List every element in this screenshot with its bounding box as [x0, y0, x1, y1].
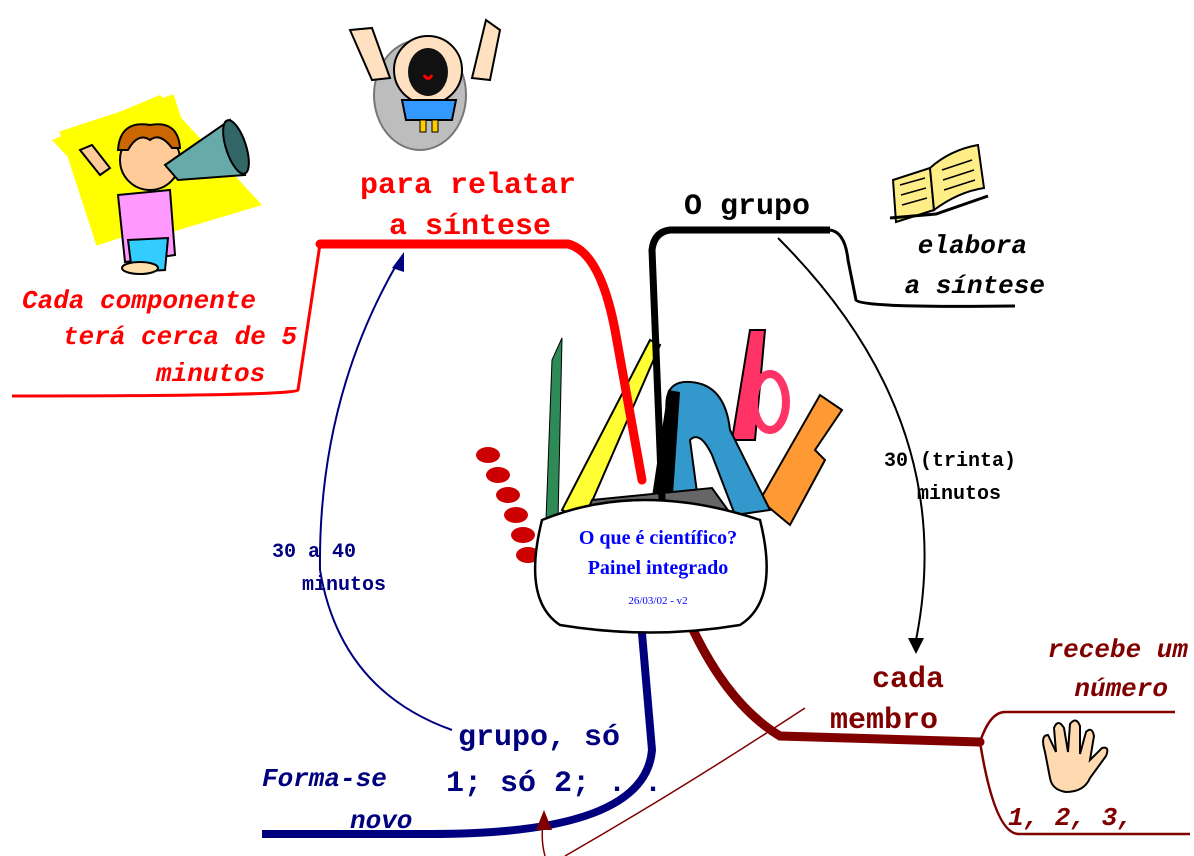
arrow-connector-maroon	[536, 707, 806, 856]
connector-trinta-line2: minutos	[917, 483, 1001, 506]
connector-trinta-quarenta-line2: minutos	[302, 574, 386, 597]
central-title-line2: Painel integrado	[588, 557, 729, 579]
novo-grupo-sub-line1: Forma-se	[262, 764, 387, 794]
branch-o-grupo: O grupo	[684, 190, 810, 224]
branch-line-navy	[262, 609, 657, 838]
relatar-sub-line3: minutos	[155, 359, 265, 389]
central-title-line1: O que é científico?	[579, 527, 737, 549]
branch-relatar-line1: para relatar	[360, 169, 576, 203]
cada-membro-sub-line3: 1, 2, 3,	[1008, 803, 1133, 833]
cada-membro-sub-line1: recebe um	[1048, 635, 1189, 665]
branch-cada-membro-line1: cada	[872, 663, 944, 697]
arrow-connector-black	[777, 237, 926, 654]
central-node: O que é científico? Painel integrado 26/…	[533, 498, 768, 634]
novo-grupo-sub-line2: novo	[350, 806, 412, 836]
relatar-sub-line2: terá cerca de 5	[63, 322, 297, 352]
branch-novo-grupo-line1: grupo, só	[458, 721, 620, 755]
branch-line-red	[11, 239, 647, 485]
branch-line-black	[648, 226, 1016, 501]
arrow-connector-navy	[318, 252, 453, 731]
o-grupo-sub-line1: elabora	[918, 231, 1027, 261]
hand-icon	[1042, 719, 1109, 794]
branch-cada-membro-line2: membro	[830, 704, 938, 738]
connector-trinta-line1: 30 (trinta)	[884, 450, 1016, 473]
megaphone-child-icon	[52, 94, 262, 275]
branch-relatar-line2: a síntese	[389, 210, 551, 244]
relatar-sub-line1: Cada componente	[22, 286, 256, 316]
shouting-person-icon	[348, 18, 502, 151]
open-book-icon	[889, 143, 989, 224]
branch-novo-grupo-line2: 1; só 2; ...	[446, 767, 662, 801]
central-version: 26/03/02 - v2	[628, 595, 687, 607]
o-grupo-sub-line2: a síntese	[905, 271, 1045, 301]
cada-membro-sub-line2: número	[1074, 674, 1168, 704]
connector-trinta-quarenta-line1: 30 a 40	[272, 541, 356, 564]
